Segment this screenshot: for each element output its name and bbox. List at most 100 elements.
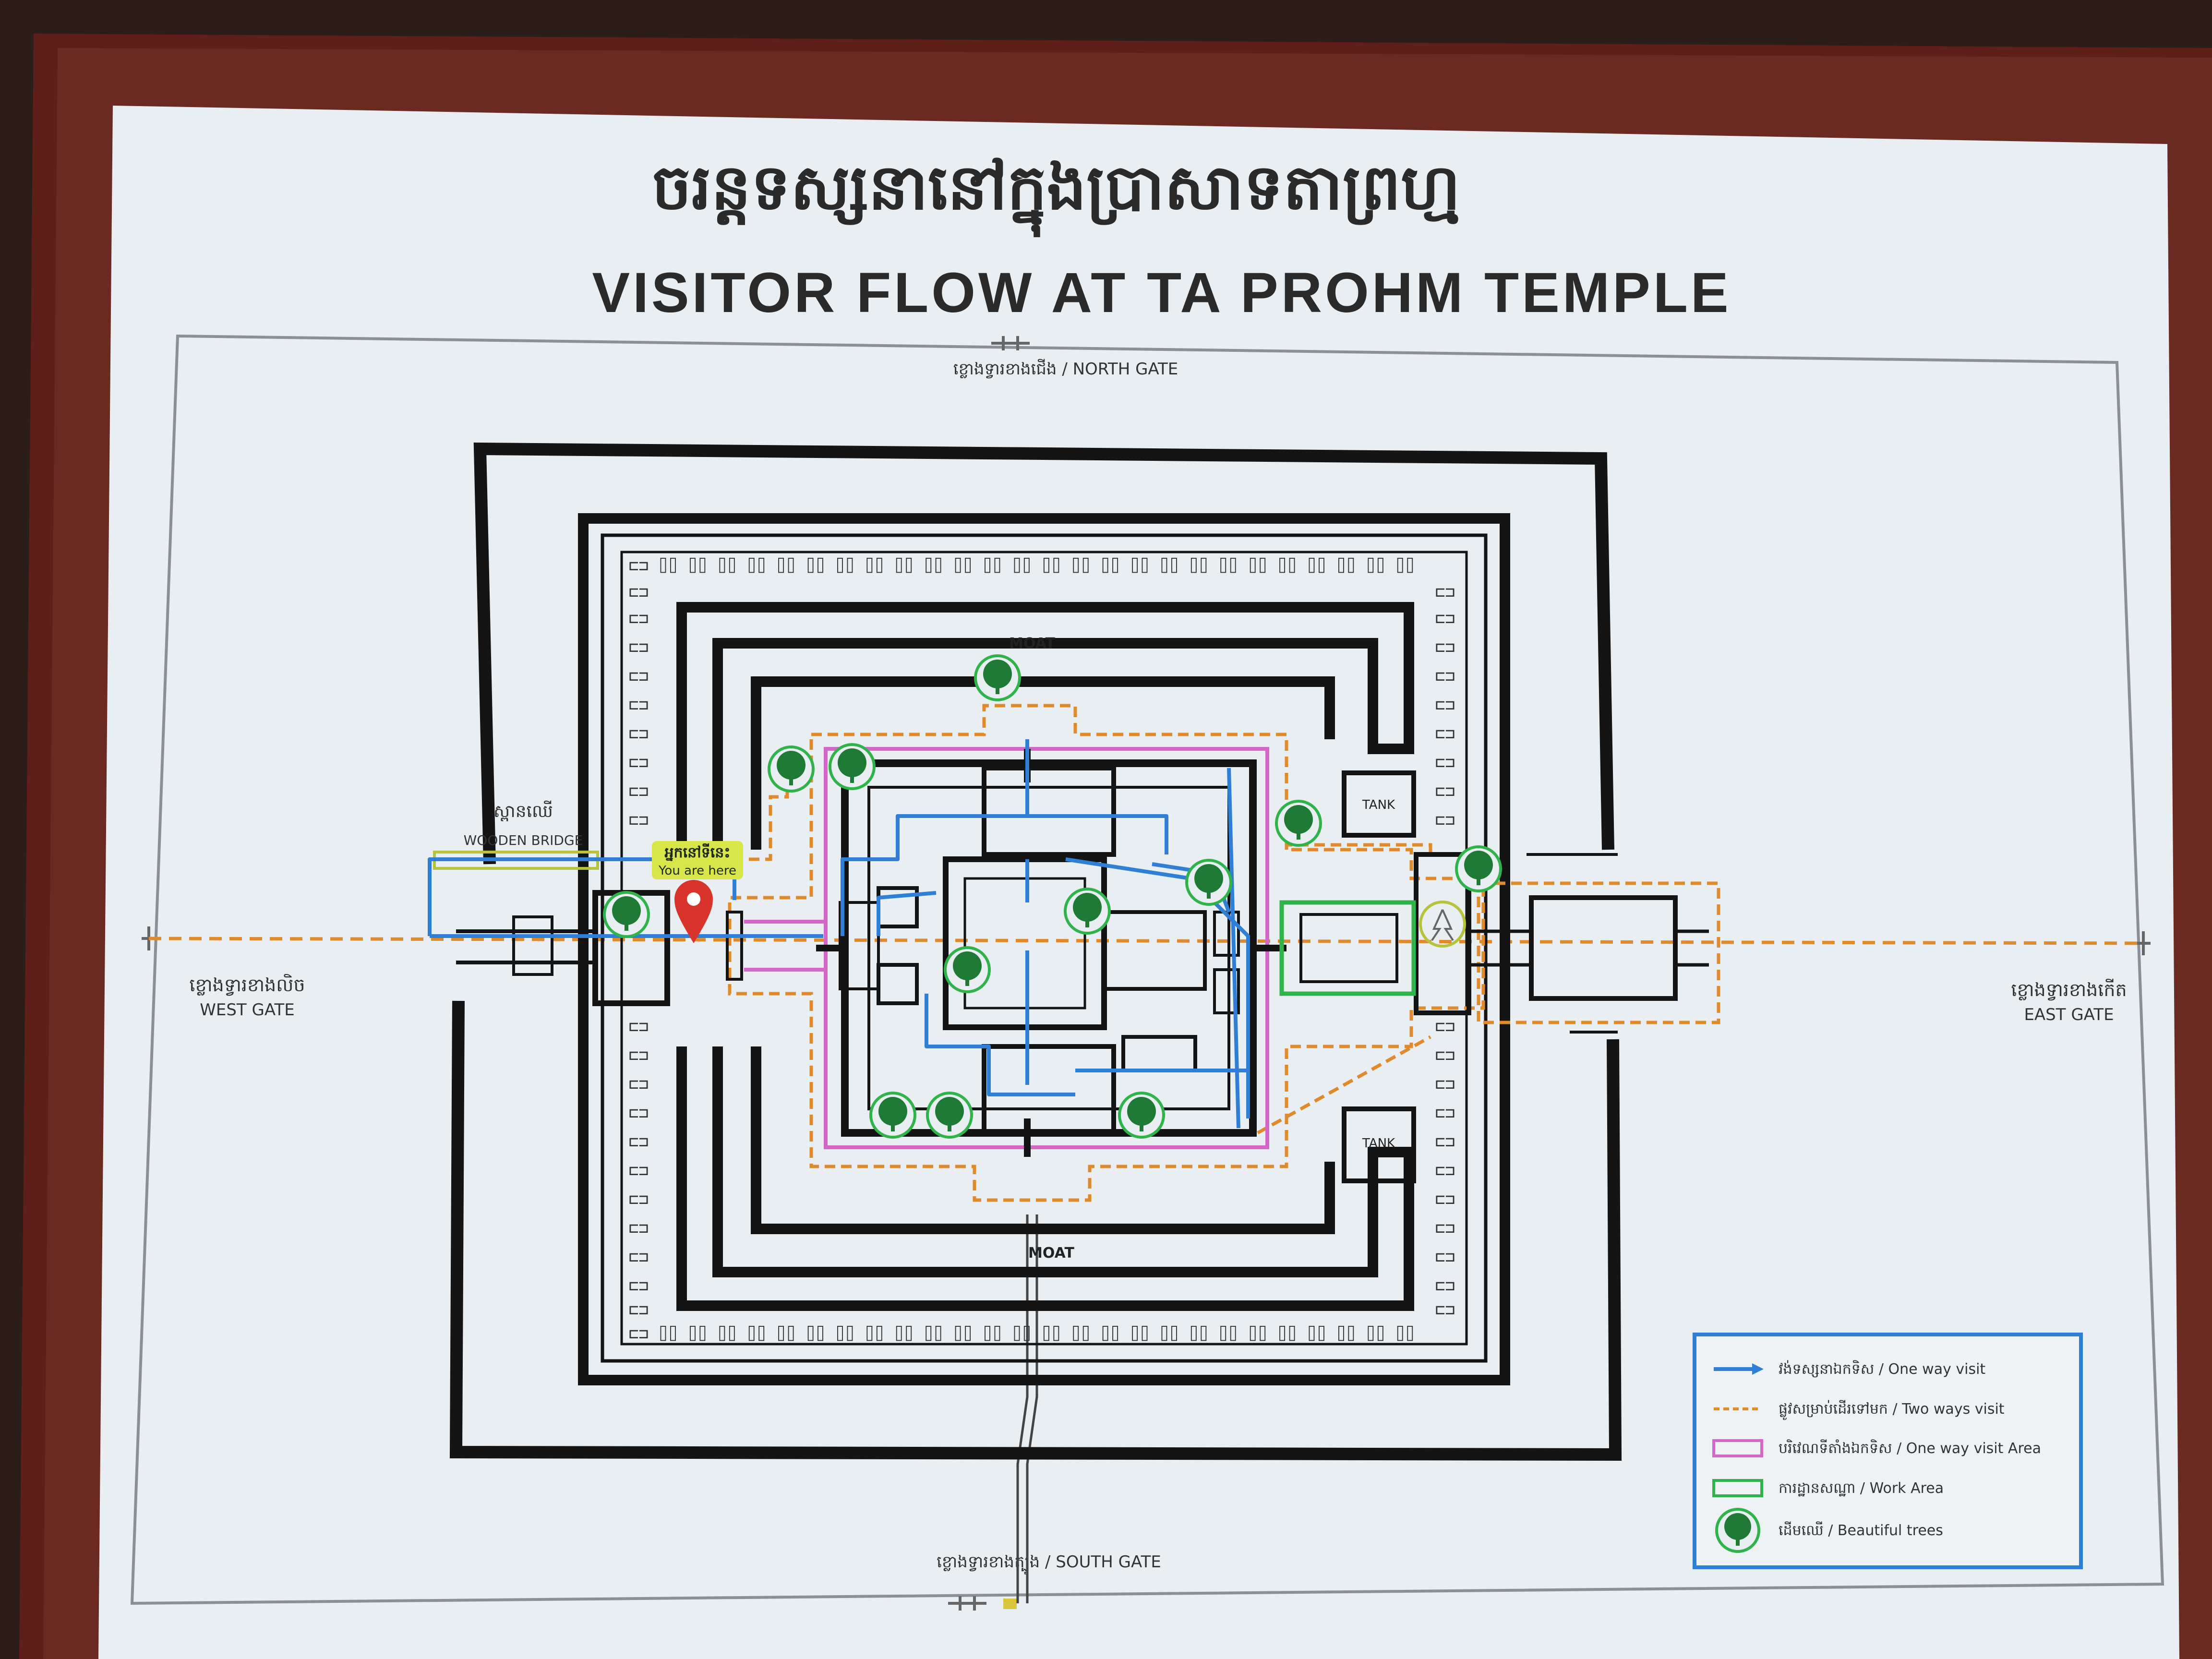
- svg-text:⊏⊐: ⊏⊐: [629, 811, 649, 830]
- main-axis-path: [148, 937, 2144, 945]
- south-gate-label: ខ្លោងទ្វារខាងត្បូង / SOUTH GATE: [937, 1552, 1161, 1575]
- svg-text:⊏⊐: ⊏⊐: [1435, 696, 1455, 715]
- tree-icon: [768, 745, 815, 793]
- one-way-route: [428, 739, 1250, 1129]
- tree-icon: [1275, 800, 1322, 847]
- legend-trees: ដើមឈើ / Beautiful trees: [1779, 1521, 1943, 1539]
- east-two-way-area: [1477, 881, 1720, 1024]
- moat-south-label: MOAT: [1028, 1245, 1074, 1262]
- third-enclosure: [578, 513, 1510, 1385]
- svg-text:⊏⊐: ⊏⊐: [1435, 609, 1455, 628]
- svg-text:⊏⊐: ⊏⊐: [629, 1276, 649, 1296]
- svg-text:⊏⊐: ⊏⊐: [629, 1161, 649, 1180]
- tree-icon: [944, 946, 991, 993]
- tree-icon: [1455, 845, 1502, 892]
- you-are-here-khmer: អ្នកនៅទីនេះ: [665, 843, 731, 861]
- svg-text:⊏⊐: ⊏⊐: [1435, 782, 1455, 801]
- tree-icon: [603, 891, 650, 938]
- north-gate-marker: [991, 336, 1030, 350]
- title-khmer: ចរន្តទស្សនានៅក្នុងប្រាសាទតាព្រហ្ម: [652, 151, 1460, 238]
- svg-text:⊏⊐: ⊏⊐: [1435, 753, 1455, 772]
- svg-text:⊏⊐: ⊏⊐: [1435, 1276, 1455, 1296]
- tree-icon: [1118, 1092, 1165, 1139]
- moat-walls: [676, 602, 1414, 1311]
- tree-icon: [974, 654, 1021, 701]
- svg-text:⊏⊐: ⊏⊐: [1435, 811, 1455, 830]
- svg-text:⊏⊐: ⊏⊐: [629, 1132, 649, 1152]
- svg-text:⊏⊐: ⊏⊐: [629, 696, 649, 715]
- east-gate-khmer: ខ្លោងទ្វារខាងកើត: [2011, 978, 2127, 1001]
- south-tank: [1342, 1106, 1416, 1183]
- svg-text:⊏⊐: ⊏⊐: [1435, 583, 1455, 602]
- west-gate-label: WEST GATE: [200, 1000, 294, 1020]
- tree-icon: [1715, 1508, 1760, 1553]
- wooden-bridge-label: WOODEN BRIDGE: [464, 832, 583, 848]
- svg-text:⊏⊐: ⊏⊐: [629, 1017, 649, 1036]
- work-area: [1279, 900, 1416, 996]
- east-gopura: [1414, 852, 1709, 1034]
- legend: វង់ទស្សនាឯកទិស / One way visit ផ្លូវសម្រ…: [1693, 1333, 2083, 1569]
- svg-text:⊏⊐: ⊏⊐: [629, 1190, 649, 1209]
- tree-icon: [1064, 888, 1111, 935]
- tree-drawing: [1419, 901, 1466, 948]
- moat-north-label: MOAT: [1009, 635, 1055, 652]
- svg-text:⊏⊐: ⊏⊐: [629, 667, 649, 686]
- svg-text:⊏⊐: ⊏⊐: [629, 609, 649, 628]
- east-gate-marker: [2136, 931, 2151, 955]
- tree-icon: [1185, 859, 1232, 906]
- legend-two-way: ផ្លូវសម្រាប់ដើរទៅមក / Two ways visit: [1779, 1400, 2005, 1420]
- legend-one-way: វង់ទស្សនាឯកទិស / One way visit: [1779, 1360, 1985, 1378]
- svg-text:⊏⊐: ⊏⊐: [1435, 1075, 1455, 1094]
- svg-text:⊏⊐: ⊏⊐: [1435, 1046, 1455, 1065]
- tree-icon: [926, 1092, 973, 1139]
- svg-text:⊏⊐: ⊏⊐: [1435, 724, 1455, 744]
- svg-text:⊏⊐: ⊏⊐: [629, 724, 649, 744]
- svg-text:⊏⊐: ⊏⊐: [1435, 1161, 1455, 1180]
- tank-south-label: TANK: [1362, 1136, 1395, 1151]
- south-gate-marker: [948, 1596, 986, 1611]
- svg-text:⊏⊐ ⌷⌷ ⌷⌷ ⌷⌷ ⌷⌷ ⌷⌷ ⌷⌷ ⌷⌷ ⌷⌷ ⌷⌷: ⊏⊐ ⌷⌷ ⌷⌷ ⌷⌷ ⌷⌷ ⌷⌷ ⌷⌷ ⌷⌷ ⌷⌷ ⌷⌷ ⌷⌷ ⌷⌷ ⌷⌷ ⌷…: [629, 556, 1415, 576]
- svg-text:⊏⊐: ⊏⊐: [1435, 1248, 1455, 1267]
- west-gate-khmer: ខ្លោងទ្វារខាងលិច: [189, 974, 305, 996]
- svg-text:⊏⊐: ⊏⊐: [1435, 1017, 1455, 1036]
- two-way-visit-area: [728, 704, 1485, 1202]
- svg-text:⊏⊐: ⊏⊐: [1435, 1190, 1455, 1209]
- legend-pink-box: [1712, 1439, 1763, 1457]
- svg-text:⊏⊐: ⊏⊐: [1435, 638, 1455, 657]
- svg-text:⊏⊐: ⊏⊐: [629, 583, 649, 602]
- north-tank: [1342, 770, 1416, 838]
- you-are-here: អ្នកនៅទីនេះ You are here: [652, 841, 743, 943]
- you-are-here-tag: [652, 841, 743, 879]
- tank-north-label: TANK: [1362, 798, 1395, 812]
- svg-text:⊏⊐: ⊏⊐: [1435, 1104, 1455, 1123]
- svg-text:⊏⊐ ⌷⌷ ⌷⌷ ⌷⌷ ⌷⌷ ⌷⌷ ⌷⌷ ⌷⌷ ⌷⌷ ⌷⌷: ⊏⊐ ⌷⌷ ⌷⌷ ⌷⌷ ⌷⌷ ⌷⌷ ⌷⌷ ⌷⌷ ⌷⌷ ⌷⌷ ⌷⌷ ⌷⌷ ⌷⌷ ⌷…: [629, 1324, 1415, 1344]
- svg-text:⊏⊐: ⊏⊐: [629, 782, 649, 801]
- legend-green-box: [1712, 1479, 1763, 1497]
- svg-text:⊏⊐: ⊏⊐: [629, 753, 649, 772]
- east-gate-label: EAST GATE: [2024, 1005, 2114, 1024]
- wooden-bridge-khmer: ស្ពានឈើ: [493, 800, 553, 821]
- south-gate-marker-fill: [1003, 1599, 1017, 1609]
- svg-text:⊏⊐: ⊏⊐: [629, 1104, 649, 1123]
- you-are-here-text: You are here: [658, 864, 736, 878]
- svg-text:⊏⊐: ⊏⊐: [629, 1219, 649, 1238]
- svg-text:⊏⊐: ⊏⊐: [1435, 667, 1455, 686]
- symbol-bands: ⊏⊐ ⌷⌷ ⌷⌷ ⌷⌷ ⌷⌷ ⌷⌷ ⌷⌷ ⌷⌷ ⌷⌷ ⌷⌷ ⌷⌷ ⌷⌷ ⌷⌷ ⌷…: [629, 556, 1415, 1344]
- trees: [603, 654, 1502, 1139]
- svg-text:⊏⊐: ⊏⊐: [1435, 1132, 1455, 1152]
- svg-text:⊏⊐: ⊏⊐: [629, 638, 649, 657]
- north-gate-label: ខ្លោងទ្វារខាងជើង / NORTH GATE: [953, 359, 1178, 379]
- svg-text:⊏⊐: ⊏⊐: [1435, 1300, 1455, 1320]
- legend-work-area: ការដ្ឋានសណ្ឋា / Work Area: [1779, 1480, 1944, 1497]
- location-pin-icon: [674, 880, 713, 943]
- property-boundary: [130, 334, 2164, 1605]
- outer-enclosure-walls: [449, 442, 1622, 1461]
- title-english: VISITOR FLOW AT TA PROHM TEMPLE: [592, 261, 1731, 325]
- svg-text:⊏⊐: ⊏⊐: [629, 1046, 649, 1065]
- tree-icon: [829, 743, 876, 790]
- svg-text:⊏⊐: ⊏⊐: [629, 1075, 649, 1094]
- svg-text:⊏⊐: ⊏⊐: [629, 1300, 649, 1320]
- svg-text:⊏⊐: ⊏⊐: [1435, 1219, 1455, 1238]
- tree-icon: [869, 1092, 916, 1139]
